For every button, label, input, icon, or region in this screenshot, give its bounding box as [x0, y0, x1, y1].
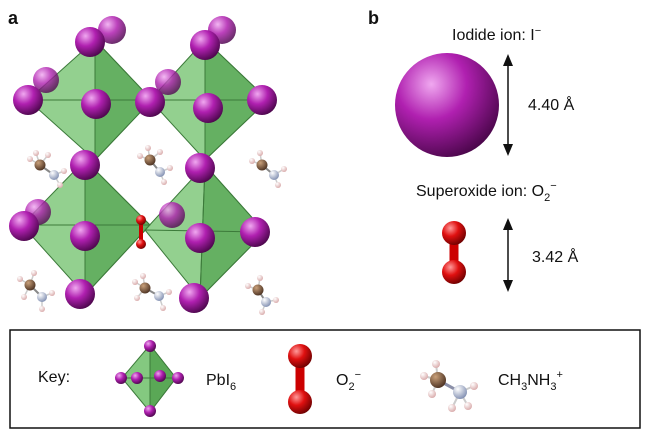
key-box [9, 329, 641, 429]
iodide-atoms [9, 16, 277, 313]
key-methylammonium-icon [420, 360, 478, 412]
key-pbi6-label: PbI6 [206, 372, 236, 393]
key-o2-label: O2− [336, 369, 361, 393]
methylammonium-cation [249, 150, 287, 188]
methylammonium-cation [132, 273, 172, 311]
lattice-superoxide [136, 215, 146, 249]
key-o2-icon [288, 344, 312, 414]
key-methylammonium-label: CH3NH3+ [498, 369, 563, 393]
methylammonium-cation [245, 275, 279, 315]
iodide-size-arrow [503, 54, 513, 156]
methylammonium-cation [17, 270, 55, 312]
methylammonium-cation [137, 145, 173, 185]
superoxide-title: Superoxide ion: O2− [416, 180, 557, 204]
methylammonium-cation [27, 150, 67, 188]
iodide-title: Iodide ion: I− [452, 25, 541, 44]
key-label: Key: [38, 369, 70, 386]
superoxide-molecule [442, 221, 466, 284]
perovskite-structure [9, 16, 287, 315]
iodide-size-label: 4.40 Å [528, 95, 575, 114]
panel-b-label: b [368, 8, 379, 28]
panel-a-label: a [8, 8, 19, 28]
superoxide-size-label: 3.42 Å [532, 247, 579, 266]
key-pbi6-icon [115, 340, 184, 417]
iodide-ion-sphere [395, 53, 499, 157]
superoxide-size-arrow [503, 218, 513, 292]
